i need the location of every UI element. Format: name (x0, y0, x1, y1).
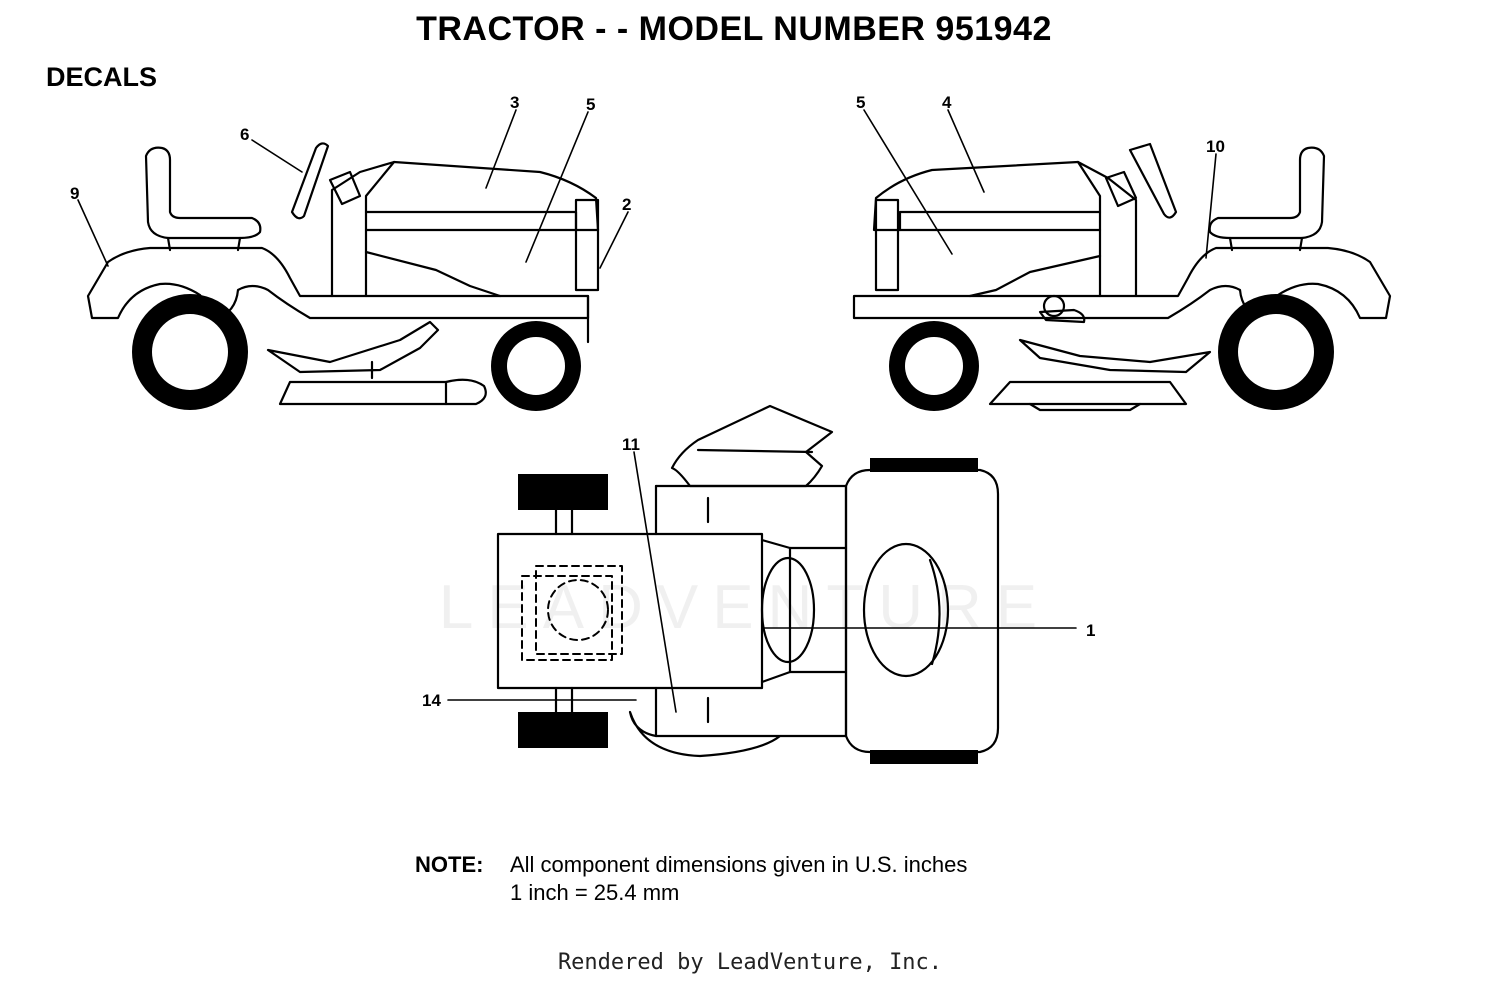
callout-5-right: 5 (856, 93, 865, 112)
callout-1: 1 (1086, 621, 1095, 640)
callout-10: 10 (1206, 137, 1225, 156)
callout-6: 6 (240, 125, 249, 144)
note-text: All component dimensions given in U.S. i… (510, 851, 967, 907)
tractor-left-view (86, 142, 600, 406)
watermark: LEADVENTURE (439, 573, 1051, 642)
tractor-top-view (496, 404, 1000, 764)
note-line-1: All component dimensions given in U.S. i… (510, 852, 968, 877)
callout-3: 3 (510, 93, 519, 112)
page-title: TRACTOR - - MODEL NUMBER 951942 (416, 10, 1052, 48)
note-line-2: 1 inch = 25.4 mm (510, 880, 680, 905)
tractor-right-view (852, 142, 1392, 412)
callout-14: 14 (422, 691, 441, 710)
note-block: NOTE: All component dimensions given in U… (415, 851, 967, 907)
section-heading: DECALS (46, 62, 158, 92)
callout-9: 9 (70, 184, 79, 203)
note-label: NOTE: (415, 852, 484, 877)
callout-2: 2 (622, 195, 631, 214)
callout-11: 11 (622, 435, 640, 454)
footer-credit: Rendered by LeadVenture, Inc. (557, 950, 943, 975)
callout-4: 4 (942, 93, 952, 112)
callout-5-left: 5 (586, 95, 595, 114)
